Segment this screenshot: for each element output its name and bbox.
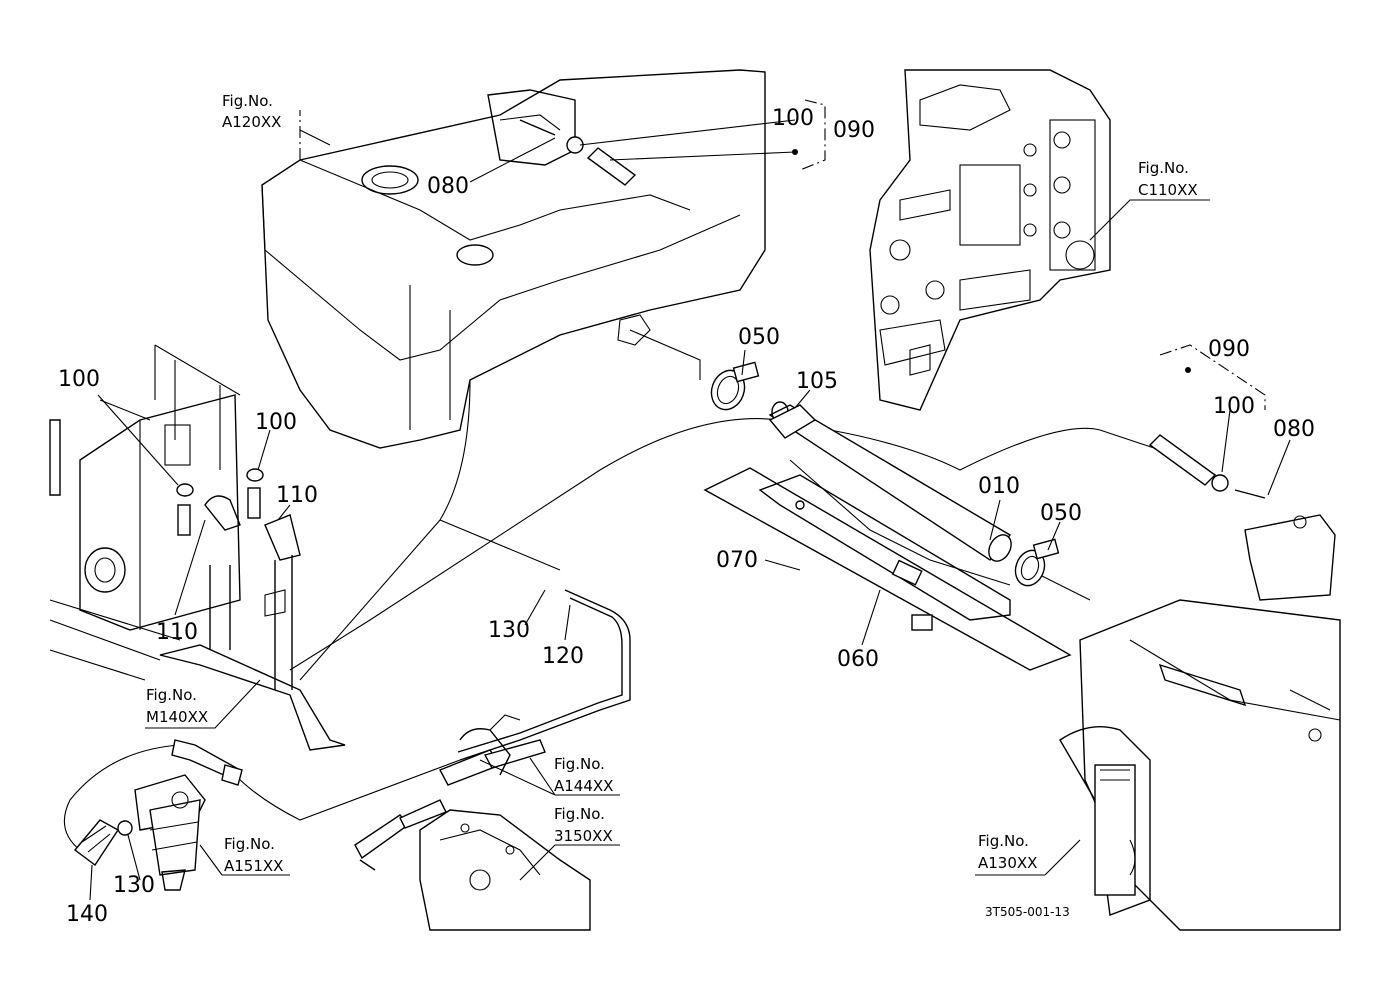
figref-a120-code: A120XX <box>222 113 281 131</box>
callout-010: 010 <box>978 474 1020 499</box>
figref-a151-label: Fig.No. <box>224 835 275 853</box>
mounting-frame <box>49 344 241 681</box>
drawing-code: 3T505-001-13 <box>985 905 1070 919</box>
figref-3150-label: Fig.No. <box>554 805 605 823</box>
callout-100-right: 100 <box>1213 394 1255 419</box>
support-stand <box>159 555 346 751</box>
fuel-tank <box>261 69 766 449</box>
figref-a151-code: A151XX <box>224 857 283 875</box>
callout-090-right: 090 <box>1208 337 1250 362</box>
figref-a120-label: Fig.No. <box>222 92 273 110</box>
callout-070: 070 <box>716 548 758 573</box>
bracket-hoses <box>176 468 301 561</box>
figref-m140-label: Fig.No. <box>146 686 197 704</box>
callout-100-top: 100 <box>772 106 814 131</box>
figref-m140-code: M140XX <box>146 708 208 726</box>
figref-a144-code: A144XX <box>554 777 613 795</box>
callout-130-mid: 130 <box>488 618 530 643</box>
figref-c110-label: Fig.No. <box>1138 159 1189 177</box>
figref-a144-label: Fig.No. <box>554 755 605 773</box>
heat-shield <box>703 459 1072 671</box>
top-small-hose <box>519 99 826 186</box>
fuel-filter <box>73 739 243 891</box>
callout-105: 105 <box>796 369 838 394</box>
callout-080-right: 080 <box>1273 417 1315 442</box>
figref-a130-code: A130XX <box>978 854 1037 872</box>
hose-010 <box>768 401 1012 562</box>
leader-lines <box>89 119 1291 901</box>
callout-100-left2: 100 <box>255 410 297 435</box>
transmission-housing <box>869 69 1111 411</box>
callout-130-low: 130 <box>113 873 155 898</box>
callout-110-a: 110 <box>276 483 318 508</box>
clamp-050-mid <box>710 361 760 411</box>
right-small-hose <box>1148 344 1266 499</box>
callout-100-left: 100 <box>58 367 100 392</box>
callout-050-right: 050 <box>1040 501 1082 526</box>
callout-060: 060 <box>837 647 879 672</box>
figref-a130-label: Fig.No. <box>978 832 1029 850</box>
radiator-tank <box>1059 514 1341 931</box>
callout-120: 120 <box>542 644 584 669</box>
clamp-105 <box>768 404 817 439</box>
callout-140: 140 <box>66 902 108 927</box>
callout-090-top: 090 <box>833 118 875 143</box>
figref-3150-code: 3150XX <box>554 827 613 845</box>
engine-block <box>354 714 591 931</box>
callout-110-b: 110 <box>156 620 198 645</box>
clamp-050-right <box>1014 538 1060 587</box>
callout-050-mid: 050 <box>738 325 780 350</box>
figref-c110-code: C110XX <box>1138 181 1198 199</box>
callout-080-top: 080 <box>427 174 469 199</box>
fuel-lines <box>63 379 1161 851</box>
